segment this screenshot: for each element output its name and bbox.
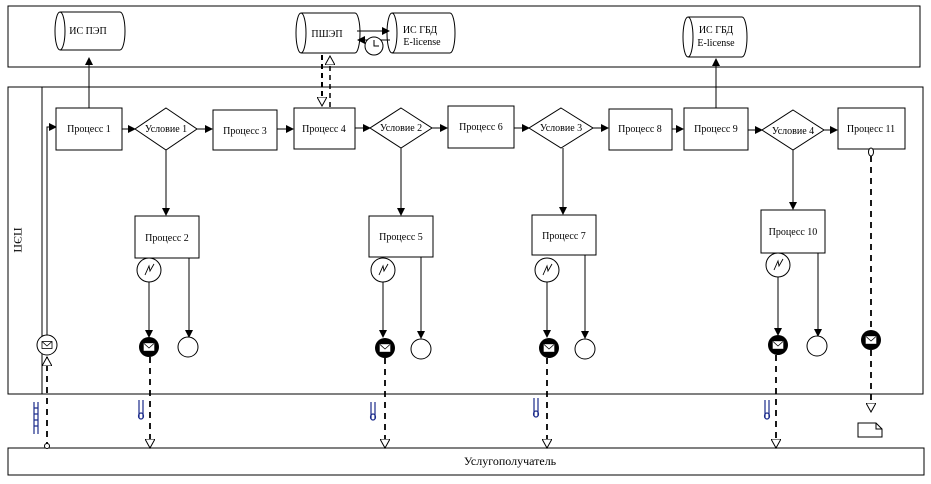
system-is-gbd-2-line2: E-license (697, 38, 735, 49)
envelope-icon (139, 337, 159, 357)
process-10-label: Процесс 10 (769, 227, 818, 238)
lightning-icon (765, 252, 791, 278)
lightning-icon (534, 257, 560, 283)
end-event-circle (806, 335, 828, 357)
process-4 (293, 107, 356, 150)
envelope-icon (861, 330, 881, 350)
process-8-label: Процесс 8 (618, 124, 662, 135)
process-7-label: Процесс 7 (542, 231, 586, 242)
end-event-circle (574, 338, 596, 360)
system-is-pep: ИС ПЭП (54, 11, 126, 51)
process-3-label: Процесс 3 (223, 126, 267, 137)
recipient-pool (7, 447, 925, 476)
end-event-circle (177, 336, 199, 358)
system-is-pep-label: ИС ПЭП (69, 26, 106, 37)
attachment-icon (33, 402, 39, 434)
process-11-label: Процесс 11 (847, 124, 895, 135)
attachment-icon (369, 402, 377, 421)
process-9 (683, 107, 749, 151)
lightning-icon (136, 257, 162, 283)
system-pshep: ПШЭП (295, 12, 361, 54)
lightning-icon (370, 257, 396, 283)
clock-icon (364, 36, 384, 56)
process-7 (531, 214, 597, 256)
process-2 (134, 215, 200, 259)
envelope-icon (539, 338, 559, 358)
process-2-label: Процесс 2 (145, 233, 189, 244)
systems-pool (7, 5, 921, 68)
attachment-icon (532, 398, 540, 418)
condition-3-label: Условие 3 (540, 123, 582, 134)
process-3 (212, 109, 278, 151)
process-6 (447, 105, 515, 149)
process-10 (760, 209, 826, 254)
system-is-gbd-1-line1: ИС ГБД (403, 25, 438, 36)
envelope-icon (375, 338, 395, 358)
envelope-icon (36, 334, 58, 356)
process-11 (837, 107, 906, 150)
document-icon (857, 422, 883, 438)
system-pshep-label: ПШЭП (311, 29, 342, 40)
lane-recipient-label: Услугополучатель (464, 454, 557, 468)
process-4-label: Процесс 4 (302, 124, 346, 135)
lane-pep-label: ПЭП (11, 227, 25, 253)
process-1-label: Процесс 1 (67, 124, 111, 135)
end-event-circle (410, 338, 432, 360)
process-5 (368, 215, 434, 258)
process-9-label: Процесс 9 (694, 124, 738, 135)
process-5-label: Процесс 5 (379, 232, 423, 243)
system-is-gbd-1: ИС ГБД E-license (386, 12, 456, 54)
condition-3 (528, 107, 594, 149)
system-is-gbd-2-line1: ИС ГБД (699, 25, 734, 36)
system-is-gbd-2: ИС ГБД E-license (682, 16, 748, 58)
envelope-icon (768, 335, 788, 355)
attachment-icon (137, 400, 145, 420)
system-is-gbd-1-line2: E-license (403, 37, 441, 48)
process-1 (55, 107, 123, 151)
attachment-icon (763, 400, 771, 420)
condition-2-label: Условие 2 (380, 123, 422, 134)
process-8 (608, 108, 673, 151)
process-6-label: Процесс 6 (459, 122, 503, 133)
condition-4-label: Условие 4 (772, 126, 814, 137)
condition-1-label: Условие 1 (145, 124, 187, 135)
